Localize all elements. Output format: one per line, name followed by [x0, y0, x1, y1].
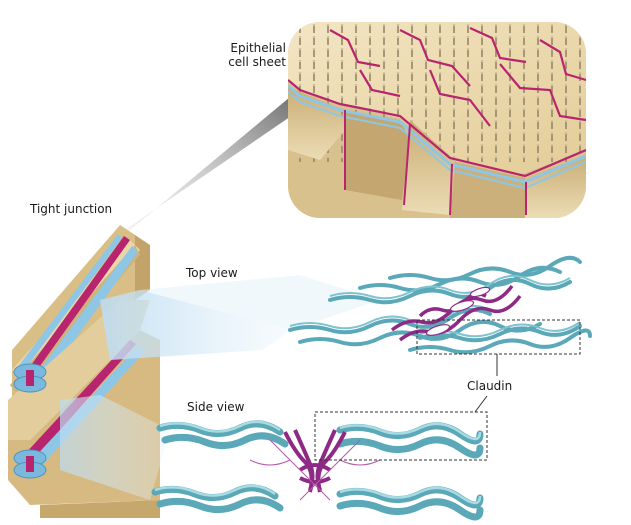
magnifier-beam	[116, 92, 300, 236]
claudin-label: Claudin	[467, 379, 513, 393]
side-view-claudin-box	[314, 411, 488, 461]
side-view-beam	[60, 395, 170, 500]
epithelial-label-line2: cell sheet	[228, 55, 286, 69]
side-view-claudin-structure	[151, 420, 484, 521]
top-view-claudin-box	[416, 319, 581, 355]
epithelial-cell-sheet-image	[288, 22, 586, 218]
top-view-label: Top view	[186, 266, 238, 280]
tight-junction-label: Tight junction	[30, 202, 113, 216]
epithelial-cell-sheet-label: Epithelial cell sheet	[216, 41, 286, 69]
top-view-beam	[100, 290, 292, 360]
epithelial-label-line1: Epithelial	[230, 41, 286, 55]
claudin-leader-side	[474, 395, 488, 413]
side-view-label: Side view	[187, 400, 245, 414]
